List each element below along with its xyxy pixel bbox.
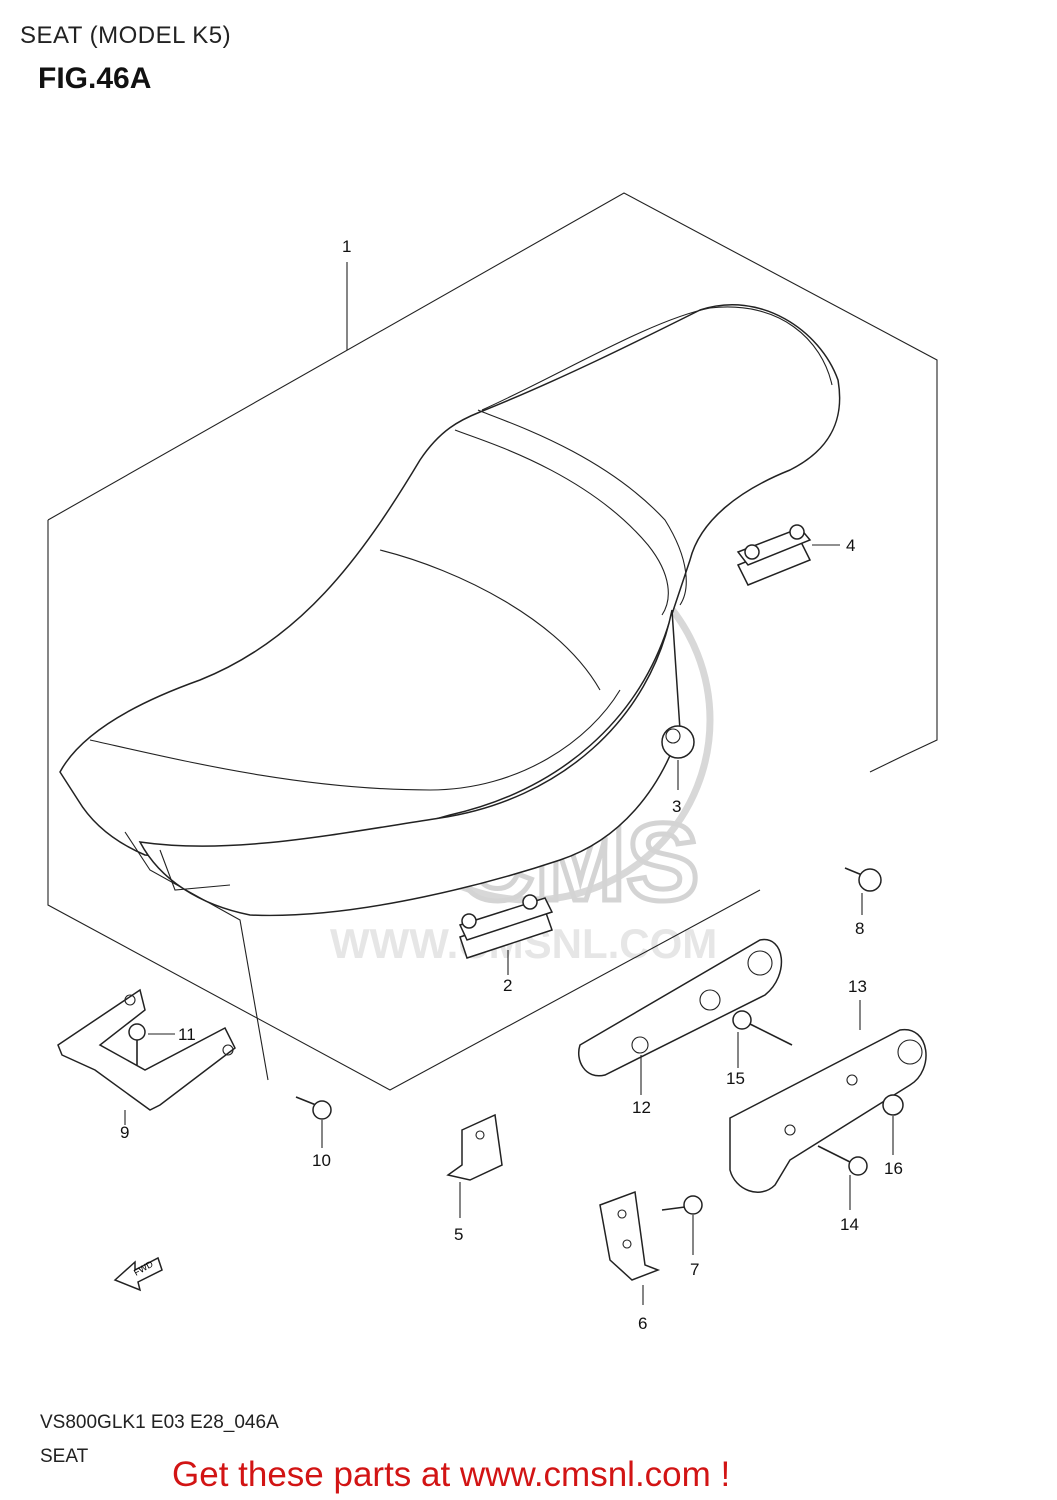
rubber-part-2 — [458, 894, 554, 975]
callout-1: 1 — [342, 237, 351, 256]
section-title: SEAT (MODEL K5) — [20, 22, 232, 49]
callout-5: 5 — [454, 1225, 463, 1244]
callout-13: 13 — [848, 977, 867, 996]
callout-8: 8 — [855, 919, 864, 938]
nut-part-16 — [882, 1094, 904, 1155]
bracket-part-13 — [729, 1000, 927, 1193]
callout-2: 2 — [503, 976, 512, 995]
callout-15: 15 — [726, 1069, 745, 1088]
bracket-part-9 — [57, 988, 236, 1125]
bolt-part-10 — [295, 1096, 332, 1148]
bracket-part-12 — [578, 939, 782, 1095]
assembly-outline — [47, 192, 938, 1091]
rubber-part-4 — [736, 524, 840, 586]
bolt-part-11 — [128, 1023, 175, 1065]
callout-14: 14 — [840, 1215, 859, 1234]
bolt-part-15 — [732, 1010, 793, 1068]
callout-12: 12 — [632, 1098, 651, 1117]
figure-label: FIG.46A — [38, 62, 152, 95]
callout-16: 16 — [884, 1159, 903, 1178]
bolt-part-8 — [844, 867, 882, 915]
callout-6: 6 — [638, 1314, 647, 1333]
cushion-part-3 — [661, 725, 695, 790]
bracket-part-5 — [446, 1113, 503, 1218]
callout-7: 7 — [690, 1260, 699, 1279]
bolt-part-7 — [661, 1195, 703, 1255]
model-code: VS800GLK1 E03 E28_046A — [40, 1412, 279, 1433]
promo-link[interactable]: Get these parts at www.cmsnl.com ! — [172, 1455, 731, 1494]
callout-4: 4 — [846, 536, 855, 555]
bracket-part-6 — [599, 1190, 661, 1305]
callout-10: 10 — [312, 1151, 331, 1170]
callout-9: 9 — [120, 1123, 129, 1142]
seat-part-1 — [59, 304, 841, 1081]
bolt-part-14 — [817, 1145, 868, 1210]
callout-11: 11 — [178, 1025, 196, 1044]
forward-arrow-icon: FWD — [113, 1256, 163, 1292]
page-name: SEAT — [40, 1446, 89, 1467]
callout-3: 3 — [672, 797, 681, 816]
